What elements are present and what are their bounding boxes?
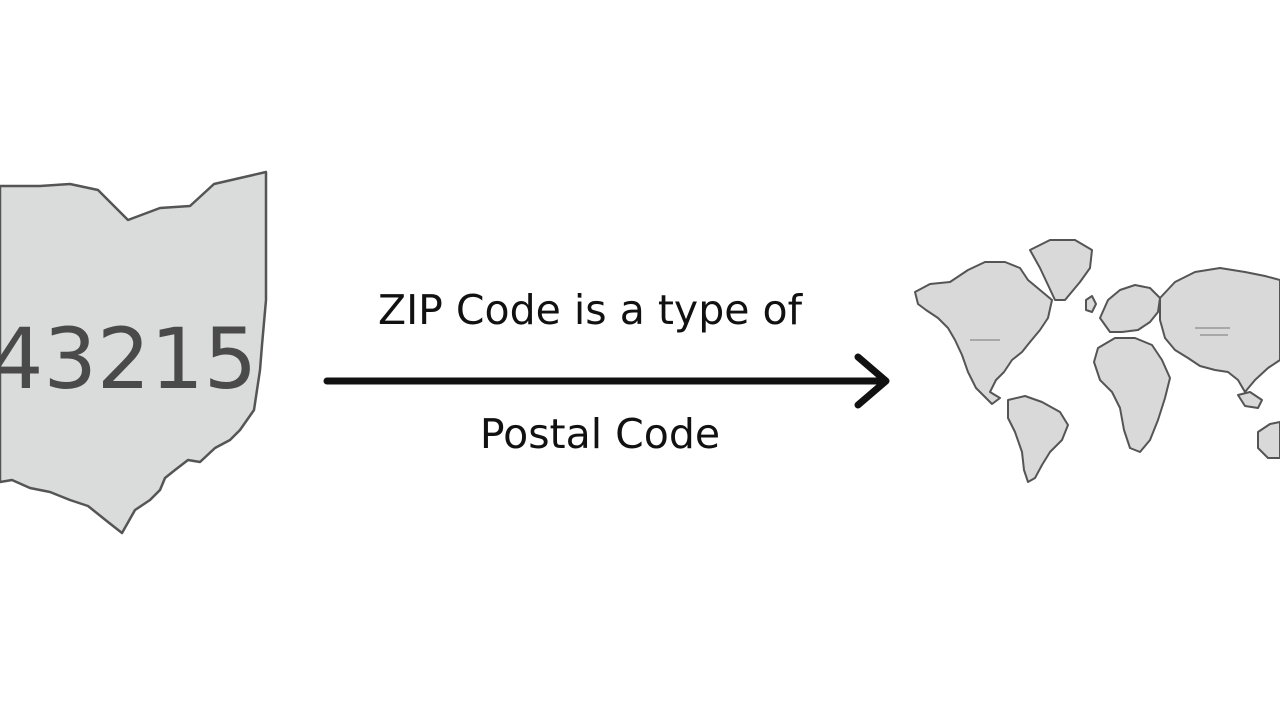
relation-label-top: ZIP Code is a type of (377, 286, 802, 334)
zip-code-value: 43215 (0, 310, 257, 408)
map-detail-lines (970, 327, 1230, 341)
continent-southeast-asia (1237, 391, 1263, 409)
island-uk (1085, 295, 1097, 313)
continent-north-america (914, 261, 1053, 405)
continent-greenland (1029, 239, 1093, 301)
continent-asia (1159, 267, 1280, 393)
continent-south-america (1007, 395, 1069, 483)
relation-label-bottom: Postal Code (479, 410, 721, 458)
arrow-head (854, 353, 890, 409)
continent-australia (1257, 421, 1280, 459)
continent-europe (1099, 284, 1161, 333)
ohio-shape-outline (0, 170, 268, 535)
continent-africa (1093, 337, 1171, 453)
